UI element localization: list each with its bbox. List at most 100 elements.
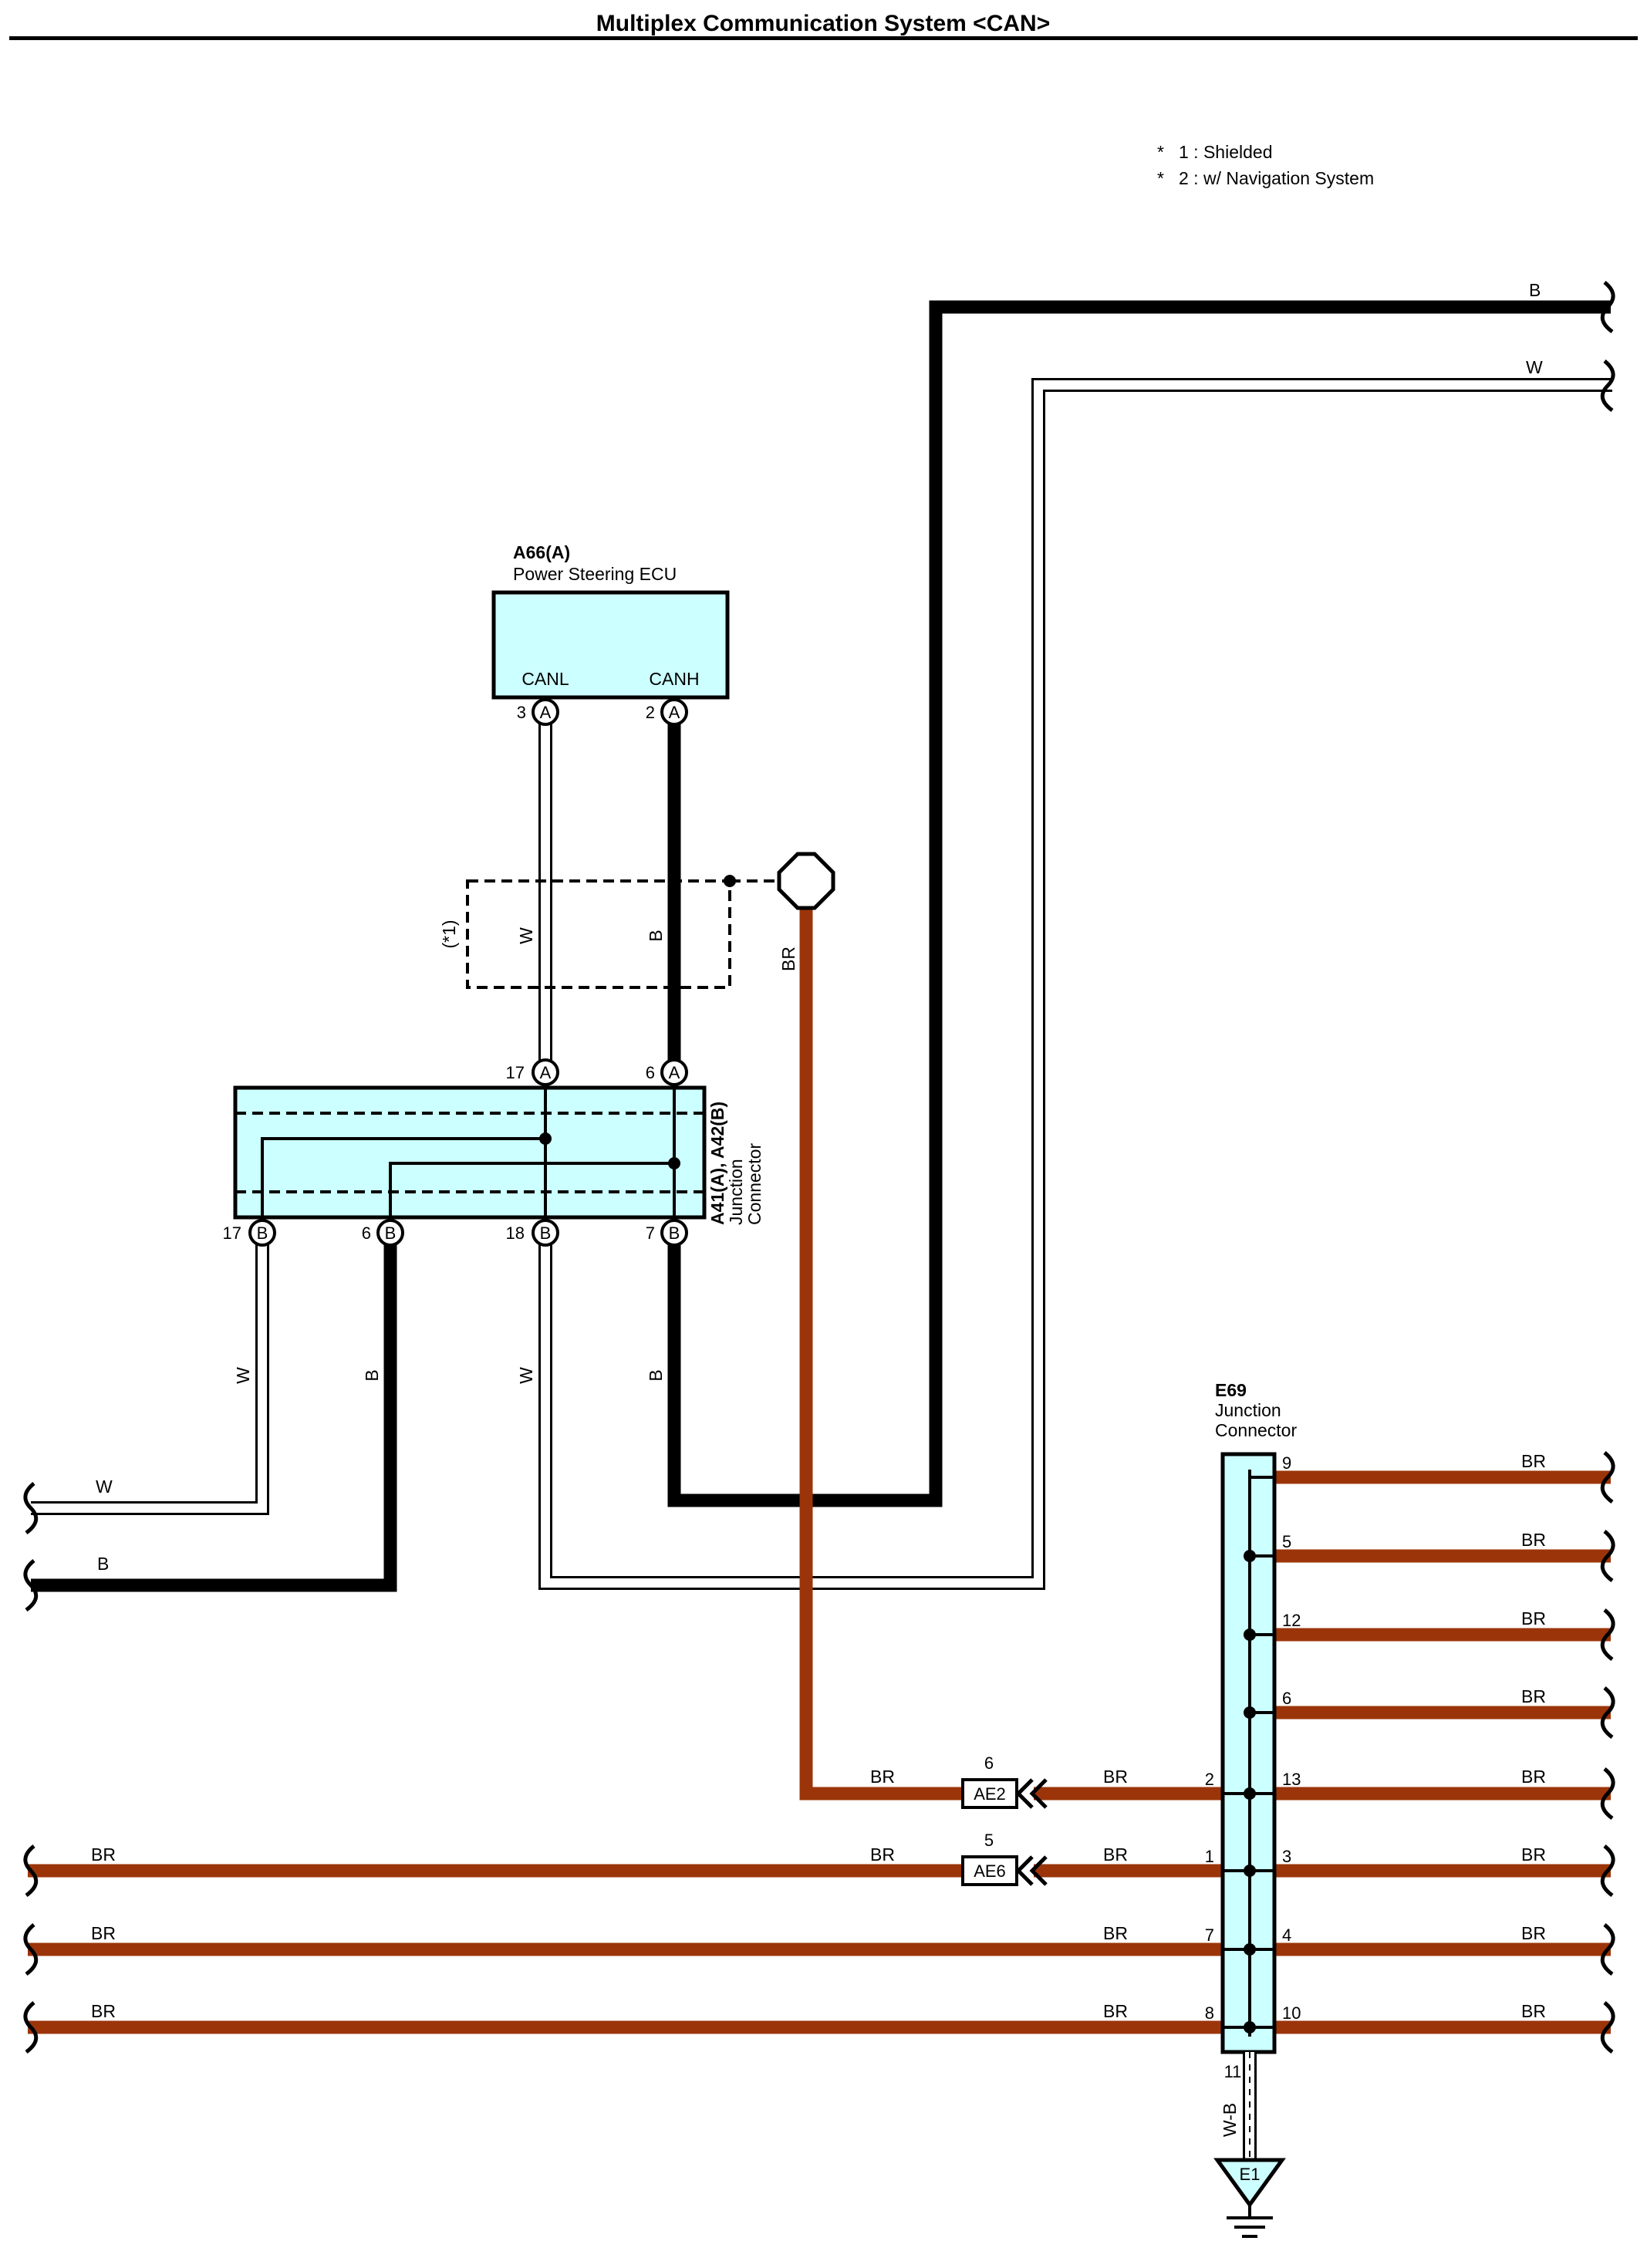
wire-label-br: BR	[1521, 1608, 1546, 1628]
wire-label-br: BR	[1521, 1844, 1546, 1865]
junction-connector-a41-a42	[233, 1085, 707, 1220]
e69-right-wire-labels: BR BR BR BR BR BR BR BR	[1521, 1451, 1546, 2021]
ecu-canl-label: CANL	[521, 669, 569, 689]
note-2: 2 : w/ Navigation System	[1179, 168, 1374, 188]
pin-number: 9	[1282, 1453, 1291, 1473]
shield-note: (*1)	[439, 920, 459, 948]
junction-splice-dot	[539, 1132, 552, 1145]
wire-label-w-left: W	[96, 1477, 113, 1497]
junction-bottom-pin-18: B 18	[506, 1219, 559, 1247]
wire-break-icon	[1600, 359, 1615, 413]
wire-label-br: BR	[91, 2001, 116, 2021]
wire-label-b: B	[646, 1369, 666, 1381]
wire-label-br: BR	[1103, 1844, 1128, 1865]
pin-letter: B	[385, 1223, 397, 1243]
wire-label-br: BR	[1521, 1686, 1546, 1706]
wire-label-w: W	[516, 1367, 536, 1384]
notes-legend: * 1 : Shielded * 2 : w/ Navigation Syste…	[1157, 142, 1374, 188]
junction-bottom-pin-17: B 17	[223, 1219, 276, 1247]
wire-label-br: BR	[1103, 1767, 1128, 1787]
pin-number: 7	[1205, 1925, 1214, 1945]
pin-letter: B	[669, 1223, 680, 1243]
junction-a41-line2: Connector	[744, 1143, 764, 1225]
pin-letter: A	[669, 703, 680, 722]
wire-label-b: B	[646, 930, 666, 941]
wire-label-br: BR	[1521, 2001, 1546, 2021]
wire-label-br: BR	[1103, 1923, 1128, 1943]
splice-pin: 5	[984, 1831, 994, 1850]
ecu-pin-canh: A 2	[646, 698, 688, 726]
wire-label-br: BR	[1103, 2001, 1128, 2021]
wire-br-shield-drain	[799, 909, 964, 1801]
pin-number: 10	[1282, 2003, 1301, 2023]
pin-letter: A	[540, 1063, 552, 1082]
pin-number: 17	[506, 1063, 525, 1082]
splice-code: AE6	[974, 1861, 1006, 1881]
wire-label-br: BR	[91, 1923, 116, 1943]
splice-box	[961, 1855, 1018, 1886]
pin-number: 8	[1205, 2003, 1214, 2023]
note-asterisk-icon: *	[1157, 142, 1164, 162]
e69-left-pin-numbers: 2 1 7 8	[1205, 1770, 1214, 2023]
junction-a41-label: A41(A), A42(B) Junction Connector	[707, 1102, 764, 1225]
wire-w-main	[538, 378, 1612, 1590]
junction-e69-line1: Junction	[1215, 1400, 1281, 1420]
wire-label-b-top: B	[1529, 280, 1541, 300]
wire-label-br: BR	[870, 1767, 895, 1787]
e69-left-wire-labels: BR BR BR BR BR BR BR BR BR	[91, 1767, 1128, 2021]
wire-label-w: W	[233, 1367, 253, 1384]
wire-label-br: BR	[1521, 1530, 1546, 1550]
splice-ae2: 6 AE2	[961, 1753, 1048, 1809]
title-underline	[9, 36, 1638, 40]
pin-number: 6	[646, 1063, 655, 1082]
splice-code: AE2	[974, 1784, 1006, 1804]
junction-e69-code: E69	[1215, 1380, 1247, 1400]
wire-break-icon	[1600, 281, 1615, 334]
pin-number: 5	[1282, 1532, 1291, 1551]
wire-w-left	[31, 1242, 269, 1515]
wire-label-br: BR	[1521, 1923, 1546, 1943]
connector-chevron-icon	[1015, 1778, 1048, 1809]
note-1: 1 : Shielded	[1179, 142, 1272, 162]
e69-left-wire-breaks	[23, 1844, 39, 2054]
ground-triangle-icon	[1213, 2158, 1286, 2209]
pin-number: 2	[646, 703, 655, 722]
wire-label-b-left: B	[97, 1554, 109, 1574]
pin-number: 17	[223, 1223, 241, 1243]
junction-splice-dot	[668, 1157, 680, 1169]
junction-internal-wiring	[261, 1080, 676, 1223]
splice-pin: 6	[984, 1753, 994, 1773]
power-steering-ecu	[491, 590, 730, 700]
wire-label-br: BR	[91, 1844, 116, 1865]
wire-label-br: BR	[1521, 1451, 1546, 1471]
pin-letter: A	[540, 703, 552, 722]
ecu-code: A66(A)	[513, 542, 570, 562]
wire-label-b: B	[362, 1369, 382, 1381]
wire-label-br: BR	[778, 947, 798, 971]
junction-a41-code: A41(A), A42(B)	[707, 1102, 727, 1225]
shield-box	[466, 879, 731, 989]
pin-number: 12	[1282, 1611, 1301, 1630]
shield-ground-icon	[777, 852, 835, 910]
wire-b-left	[31, 1242, 397, 1592]
junction-e69-line2: Connector	[1215, 1420, 1297, 1440]
junction-top-pin-17: A 17	[506, 1058, 559, 1086]
wire-label-br: BR	[870, 1844, 895, 1865]
pin-number: 3	[517, 703, 526, 722]
pin-letter: B	[540, 1223, 552, 1243]
page-title: Multiplex Communication System <CAN>	[596, 11, 1050, 36]
e69-left-wires	[28, 1787, 1223, 2034]
shield-joint	[724, 875, 736, 887]
wire-label-w-top: W	[1526, 357, 1543, 377]
wire-break-icon	[23, 1559, 39, 1612]
pin-number: 6	[1282, 1689, 1291, 1708]
ecu-name: Power Steering ECU	[513, 564, 677, 584]
pin-number: 1	[1205, 1847, 1214, 1866]
pin-letter: B	[257, 1223, 268, 1243]
pin-number: 7	[646, 1223, 655, 1243]
wire-label-br: BR	[1521, 1767, 1546, 1787]
pin-letter: A	[669, 1063, 680, 1082]
junction-bottom-pin-7: B 7	[646, 1219, 688, 1247]
connector-chevron-icon	[1015, 1855, 1048, 1886]
